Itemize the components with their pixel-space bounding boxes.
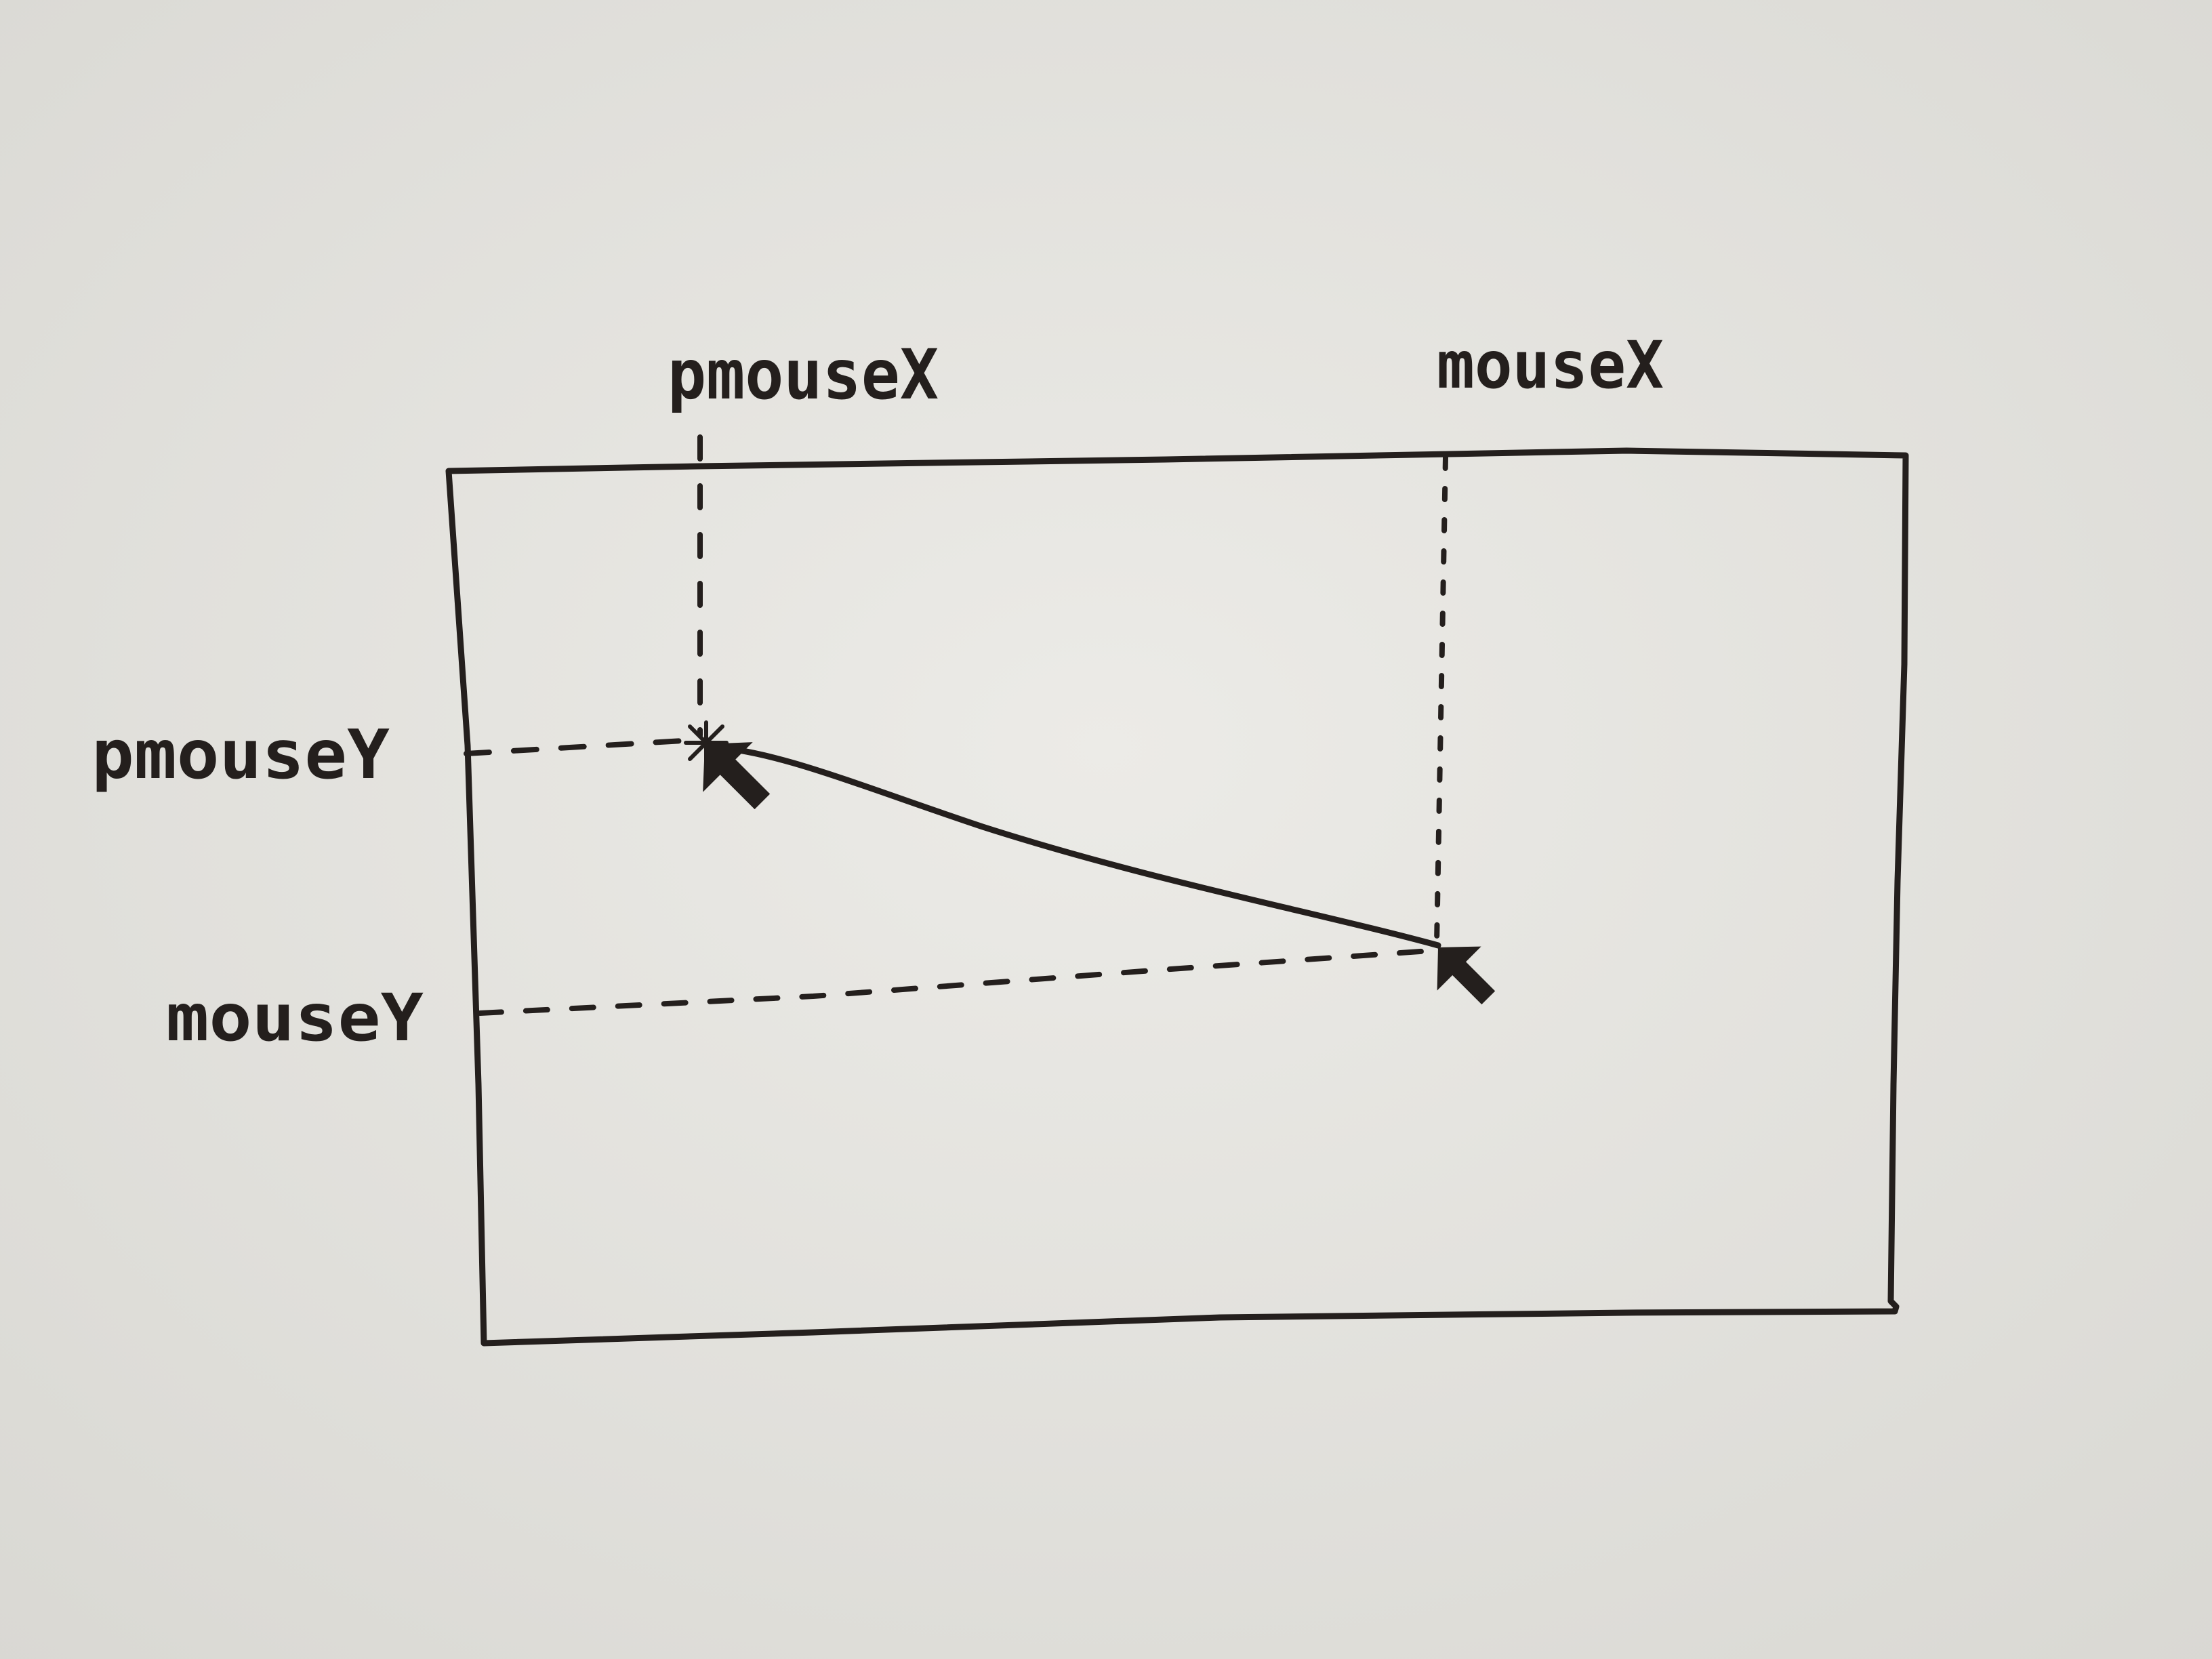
mouse-motion-path bbox=[703, 743, 1441, 949]
pmousex-label: pmouseX bbox=[668, 335, 939, 415]
mousex-guide-line bbox=[1434, 455, 1448, 946]
mousey-label: mouseY bbox=[166, 980, 424, 1056]
arrow-cursor-icon bbox=[703, 742, 771, 810]
sketch-window-frame bbox=[445, 447, 1909, 1347]
arrow-cursor-icon bbox=[1437, 946, 1496, 1005]
pmousey-guide-line bbox=[464, 737, 697, 756]
pmousey-label: pmouseY bbox=[91, 715, 390, 794]
mousex-label: mouseX bbox=[1437, 327, 1664, 403]
